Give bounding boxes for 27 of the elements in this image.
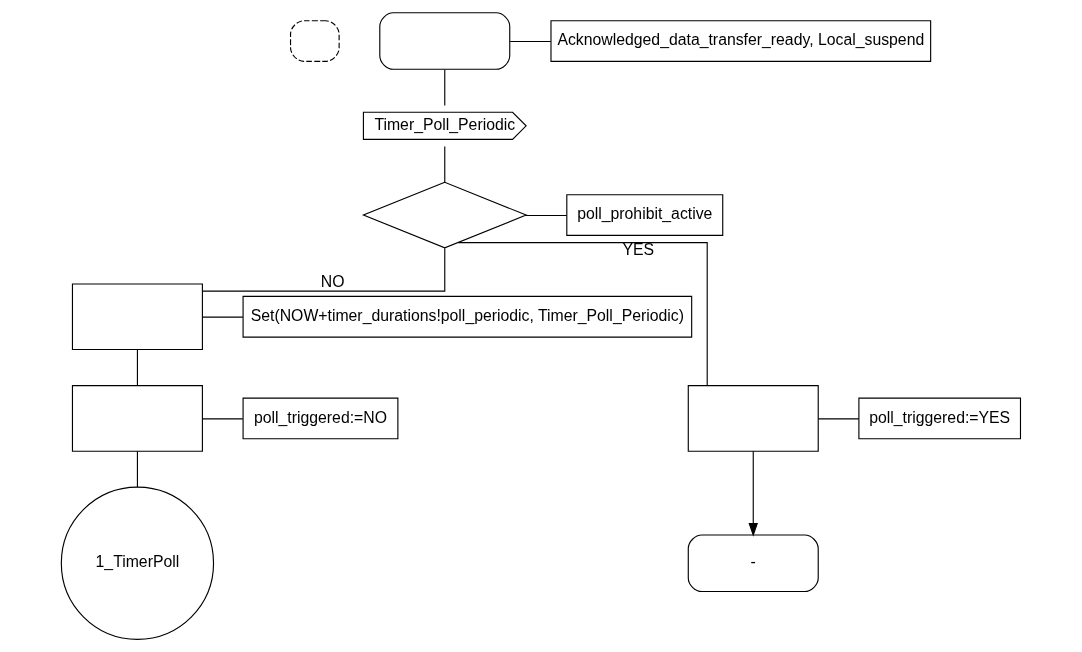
node-box (379, 12, 511, 70)
connector (524, 214, 568, 217)
node-box (71, 385, 203, 452)
connector (817, 418, 860, 420)
node-box: poll_prohibit_active (566, 194, 724, 236)
connector (202, 247, 446, 292)
node-box: Acknowledged_data_transfer_ready, Local_suspend (550, 20, 932, 62)
connector (457, 242, 708, 386)
node-box (687, 385, 819, 452)
connector (509, 40, 552, 42)
connector (136, 349, 138, 386)
edge-label: YES (622, 241, 655, 259)
connector (201, 418, 244, 420)
connector (444, 145, 446, 183)
node-box (289, 20, 340, 62)
node-box (71, 283, 203, 351)
arrow (748, 450, 758, 537)
connector (202, 316, 244, 318)
node-circle: 1_TimerPoll (60, 486, 215, 640)
connector (136, 450, 138, 488)
connector (444, 69, 446, 106)
node-diamond (361, 181, 528, 249)
node-box: poll_triggered:=NO (242, 397, 399, 440)
node-box: Set(NOW+timer_durations!poll_periodic, Timer_Poll_Periodic) (242, 295, 693, 338)
edge-label: NO (320, 272, 345, 290)
node-box: poll_triggered:=YES (858, 397, 1022, 440)
node-box: - (687, 534, 819, 593)
